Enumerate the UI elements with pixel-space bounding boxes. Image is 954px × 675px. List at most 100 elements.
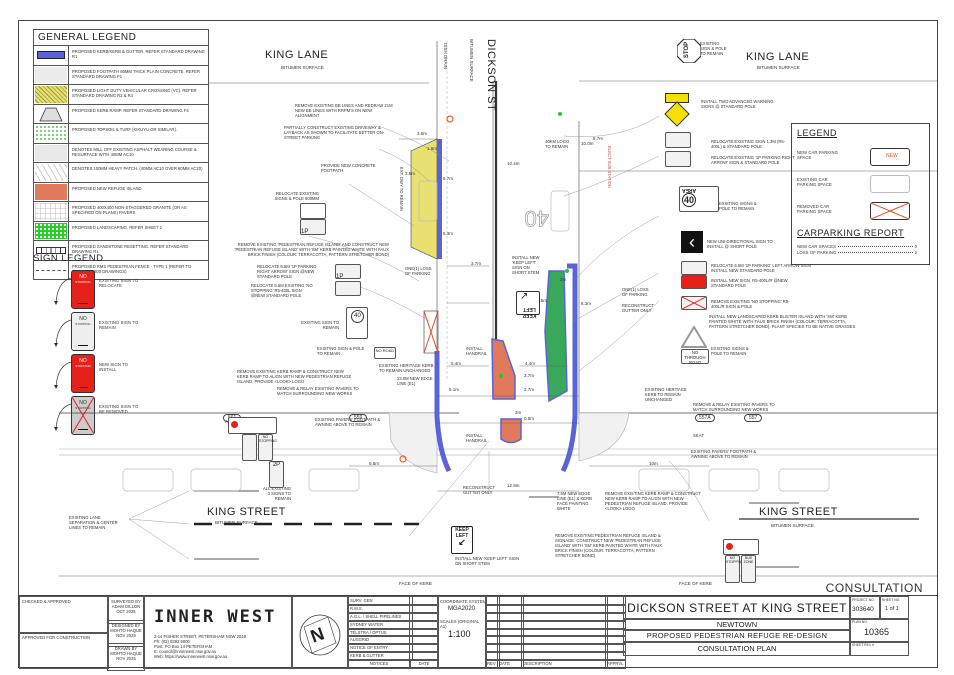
street-label-king-lane-right: KING LANE [746, 51, 810, 63]
dimension-label: 3.5m [405, 171, 416, 176]
sign-text: NO [79, 274, 87, 280]
revision-cell [497, 611, 524, 622]
sign-group-right [723, 539, 759, 555]
revision-cell [497, 596, 524, 606]
parking-legend-title: LEGEND [797, 128, 838, 138]
revision-header: DATE [497, 659, 524, 669]
council-logo: INNER WEST [154, 607, 277, 627]
legend-row-fence: PROPOSED RMS PEDESTRIAN FENCE - TYPE 1 (… [34, 259, 208, 279]
revision-cell [485, 643, 500, 654]
sign-relocate-existing [300, 203, 326, 219]
revision-cell [521, 596, 608, 606]
pole-arrow-icon [53, 318, 72, 348]
sign-no-stopping-relocate [335, 281, 361, 296]
title-block: CHECKED & APPROVED APPROVED FOR CONSTRUC… [19, 595, 937, 671]
sign-text: NO [79, 400, 87, 406]
face-of-kerb-label: FACE OF KERB [399, 581, 432, 586]
callout-driveway: PARTIALLY CONSTRUCT EXISTING DRIVEWAY & … [284, 125, 385, 140]
dimension-label: 5.4m [451, 361, 462, 366]
callout-relocate-signs: RELOCATE EXISTING SIGNS & POLE 500mm [274, 191, 319, 201]
no-through-road-plate: NO THROUGH ROAD [681, 349, 709, 365]
revision-cell [521, 619, 608, 630]
legend-row-refuge-orange: PROPOSED NEW REFUGE ISLAND [34, 181, 208, 201]
street-label-king-street-right: KING STREET [759, 506, 838, 518]
dimension-label: 12.9m [507, 483, 520, 488]
sheet-number-cell: SHEET NO. 1 of 1 [879, 596, 909, 620]
property-number-557a: 557A [695, 414, 715, 422]
callout-edge-line: 23.0m NEW EDGE LINE (E1) [397, 376, 433, 386]
north-arrow-cell: N [291, 596, 349, 669]
property-number-557: 557 [744, 414, 763, 422]
dimension-label: 10.4m [507, 161, 520, 166]
keep-left-sign-north: ↗ KEEP LEFT [516, 291, 540, 318]
sign-1p-left [681, 261, 707, 275]
dimension-label: 4.4m [525, 361, 536, 366]
sign-legend-label: NEW SIGN TO INSTALL [99, 362, 129, 372]
suburb: NEWTOWN [623, 618, 851, 631]
callout-remove-refuge-left: REMOVE EXISTING 'PEDESTRIAN REFUGE ISLAN… [234, 242, 389, 257]
dish-drain-label: DISH DRAIN [443, 43, 448, 70]
general-legend-title: GENERAL LEGEND [38, 32, 137, 43]
pole-arrow-icon [53, 360, 72, 390]
parking-legend: LEGEND NEW CAR PARKING SPACE NEW EXISTIN… [791, 123, 930, 265]
callout-relocate-1p-left: RELOCATE 6.5m '1P PARKING' LEFT ARROW SI… [711, 263, 811, 273]
callout-unidirectional: NEW UNI-DIRECTIONAL SIGN TO INSTALL @ SH… [707, 239, 773, 249]
street-label-king-lane-left: KING LANE [265, 49, 329, 61]
legend-row-label: PROPOSED LIGHT DUTY VEHICULAR CROSSING (… [72, 88, 197, 98]
existing-car-icon [870, 175, 910, 193]
callout-ext-dwy: EXT. DWY TO REMAIN [399, 167, 404, 211]
legend-row-heavy-patch: DENOTES 100mm HEAVY PATCH. (40mm AC10 OV… [34, 162, 208, 182]
notice-date-cell [409, 603, 439, 614]
callout-remove-refuge-center: REMOVE EXISTING PEDESTRIAN REFUGE ISLAND… [555, 533, 663, 558]
legend-row-label: PROPOSED KERB RAMP. REFER STANDARD DRAWI… [72, 107, 189, 113]
callout-remove-kerb-ramp-right: REMOVE EXISTING KERB RAMP & CONSTRUCT NE… [605, 491, 701, 511]
pole-arrow-icon [53, 402, 72, 432]
kerb-blue-swatch [34, 46, 69, 65]
revision-header: DESCRIPTION [521, 659, 608, 669]
report-row-new-spaces: NEW CAR SPACES 0 [797, 244, 917, 249]
granite-grid-swatch [34, 202, 69, 221]
footpath-grey-swatch [34, 65, 69, 84]
removed-parking-left [423, 310, 439, 354]
callout-stop-sign: EXISTING SIGN & POLE TO REMAIN [700, 41, 727, 56]
callout-footpath: PROVIDE NEW CONCRETE FOOTPATH [321, 163, 376, 173]
dimension-label: 3.6m [417, 131, 428, 136]
legend-row-mill-off-stipple: DENOTES MILL OFF EXISTING ASPHALT WEARIN… [34, 142, 208, 162]
callout-signs-pole-remain: EXISTING SIGNS & POLE TO REMAIN [719, 201, 757, 211]
callout-heritage-kerb: EXISTING HERITAGE KERB TO REMAIN UNCHANG… [379, 363, 434, 373]
dimension-label: 10m [649, 461, 658, 466]
legend-row-label: DENOTES 100mm HEAVY PATCH. (40mm AC10 OV… [72, 166, 203, 171]
revision-cell [605, 611, 626, 622]
bitumen-label: BITUMEN SURFACE [469, 39, 474, 82]
callout-reconstruct-gutter: RECONSTRUCT GUTTER ONLY [463, 485, 496, 495]
revision-cell [497, 651, 524, 662]
sign-new-r5 [681, 275, 707, 289]
revision-cell [485, 619, 500, 630]
project-title-cell: DICKSON STREET AT KING STREET [623, 596, 851, 620]
revision-header: REV [485, 659, 500, 669]
dimension-label: 2m [515, 410, 522, 415]
stop-sign: STOP [676, 38, 702, 64]
sign-40-area: 40 AREA [679, 186, 719, 212]
notice-date-cell [409, 619, 439, 630]
kerb-left-upper [437, 139, 442, 259]
sign-legend-label: EXISTING SIGN TO REMAIN [99, 320, 139, 330]
sign-40-school-zone: 40 [346, 307, 368, 339]
sign-no-stopping-existing: NO STOPPING [258, 434, 277, 461]
sign-subtext: STOPPING [75, 322, 91, 326]
callout-elect-sub: ELECT SUB STATION [607, 146, 612, 188]
callout-pavers-awning-left: EXISTING PAVERS' FOOTPATH & AWNING ABOVE… [315, 417, 381, 427]
heavy-patch-swatch [34, 163, 69, 182]
callout-heritage-right: EXISTING HERITAGE KERB TO REMAIN UNCHANG… [645, 387, 687, 402]
notice-row: AUSGRID [347, 635, 413, 646]
revision-cell [605, 635, 626, 646]
legend-row-landscaping-green: PROPOSED LANDSCAPING. REFER SHEET 2 [34, 220, 208, 240]
callout-sign-pole-remain: EXISTING SIGN & POLE TO REMAIN [317, 346, 365, 356]
sign-legend-label: EXISTING SIGN TO BE REMOVED [99, 404, 139, 414]
sign-1p-right [665, 151, 691, 167]
sign-legend-label: EXISTING SIGN TO RELOCATE [99, 278, 139, 288]
